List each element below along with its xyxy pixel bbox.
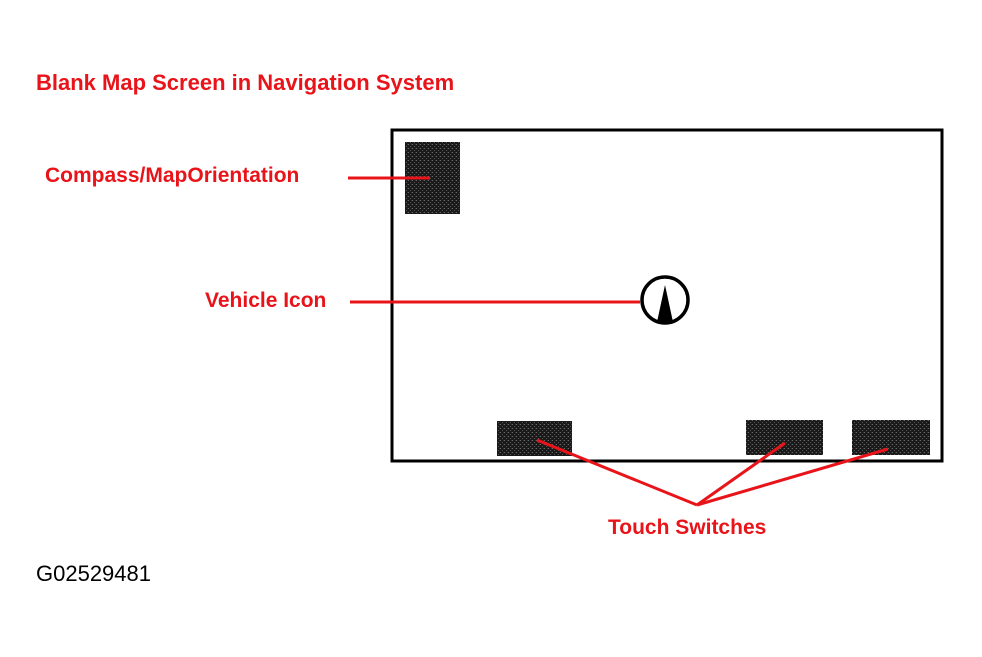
compass-callout-label: Compass/MapOrientation	[45, 164, 300, 187]
touch-switch-right[interactable]	[852, 420, 930, 455]
touch-switches-callout-label: Touch Switches	[608, 516, 767, 539]
leader-line-touch-left	[536, 438, 698, 507]
figure-id: G02529481	[36, 561, 151, 586]
leader-line-touch-right	[696, 447, 889, 507]
page-title: Blank Map Screen in Navigation System	[36, 70, 455, 95]
touch-switch-middle[interactable]	[746, 420, 823, 455]
vehicle-icon	[640, 275, 690, 325]
leader-lines	[348, 176, 889, 507]
vehicle-icon-callout-label: Vehicle Icon	[205, 289, 327, 312]
leader-line-touch-middle	[696, 441, 786, 507]
